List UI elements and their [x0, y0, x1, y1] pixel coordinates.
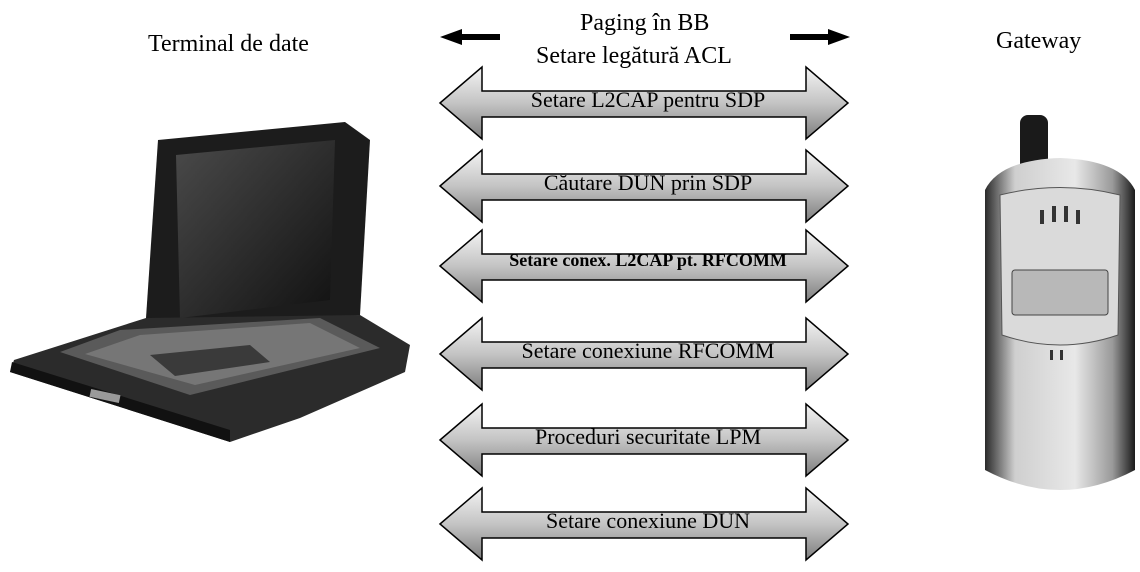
gateway-label: Gateway: [996, 28, 1082, 54]
terminal-label: Terminal de date: [148, 31, 309, 57]
acl-label: Setare legătură ACL: [536, 43, 732, 69]
arrow-label-3: Setare conex. L2CAP pt. RFCOMM: [509, 250, 787, 270]
double-arrow-4: [438, 316, 850, 392]
double-arrow-1: [438, 65, 850, 141]
arrow-label-4: Setare conexiune RFCOMM: [521, 338, 775, 363]
top-left-arrow: [440, 29, 500, 45]
double-arrow-3: [438, 228, 850, 304]
arrow-label-6: Setare conexiune DUN: [545, 508, 751, 533]
double-arrow-5: [438, 402, 850, 478]
arrows-group: [438, 65, 850, 562]
paging-label: Paging în BB: [580, 10, 710, 36]
arrow-label-5: Proceduri securitate LPM: [534, 424, 762, 449]
top-right-arrow: [790, 29, 850, 45]
arrow-label-2: Căutare DUN prin SDP: [543, 170, 753, 195]
double-arrow-2: [438, 148, 850, 224]
laptop-image: [10, 122, 410, 442]
double-arrow-6: [438, 486, 850, 562]
arrow-label-1: Setare L2CAP pentru SDP: [530, 87, 766, 112]
phone-image: [985, 115, 1135, 490]
